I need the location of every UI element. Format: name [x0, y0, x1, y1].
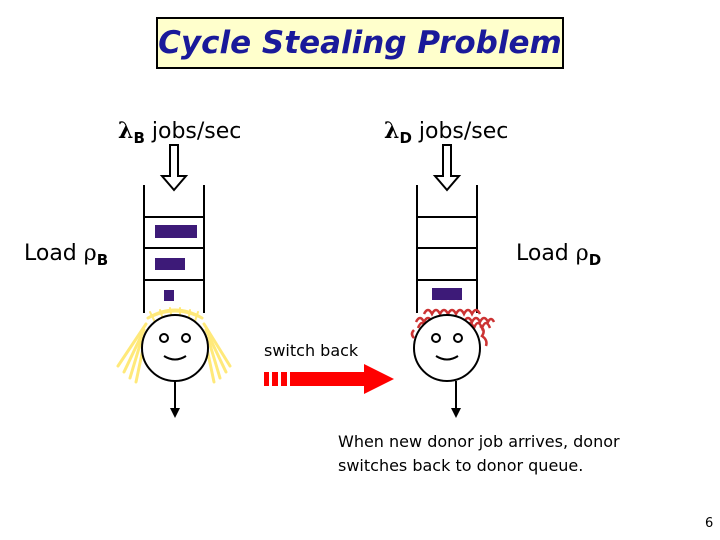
rate-subscript: B [133, 129, 145, 147]
load-word: Load [516, 241, 569, 266]
page-number: 6 [705, 516, 714, 531]
blonde-hair [116, 307, 232, 384]
donor-job [432, 288, 462, 300]
donor-load-label: Load ρD [516, 241, 601, 269]
beneficiary-load-label: Load ρB [24, 241, 108, 269]
switch-back-label: switch back [264, 341, 359, 360]
slide-title: Cycle Stealing Problem [156, 17, 564, 69]
rate-unit: jobs/sec [151, 119, 242, 144]
beneficiary-queue [143, 185, 205, 313]
donor-output-arrow [451, 381, 461, 418]
load-subscript: D [588, 251, 602, 269]
rho-symbol: ρ [83, 241, 97, 266]
donor-server-face [410, 308, 496, 382]
donor-arrival-rate: λD jobs/sec [384, 118, 508, 147]
donor-input-arrow [432, 144, 462, 192]
beneficiary-input-arrow [159, 144, 189, 192]
beneficiary-arrival-rate: λB jobs/sec [118, 118, 241, 147]
queued-job [155, 258, 185, 270]
beneficiary-server-face [116, 307, 232, 384]
rate-subscript: D [399, 129, 412, 147]
switch-back-note: When new donor job arrives, donor switch… [338, 432, 620, 475]
queued-job [164, 290, 174, 301]
lambda-symbol: λ [118, 118, 134, 144]
lambda-symbol: λ [384, 118, 400, 144]
donor-queue [416, 185, 478, 313]
queued-job [155, 225, 197, 238]
rho-symbol: ρ [575, 241, 589, 266]
rate-unit: jobs/sec [418, 119, 509, 144]
load-subscript: B [96, 251, 109, 269]
load-word: Load [24, 241, 77, 266]
beneficiary-output-arrow [170, 381, 180, 418]
switch-back-arrow [264, 364, 394, 394]
